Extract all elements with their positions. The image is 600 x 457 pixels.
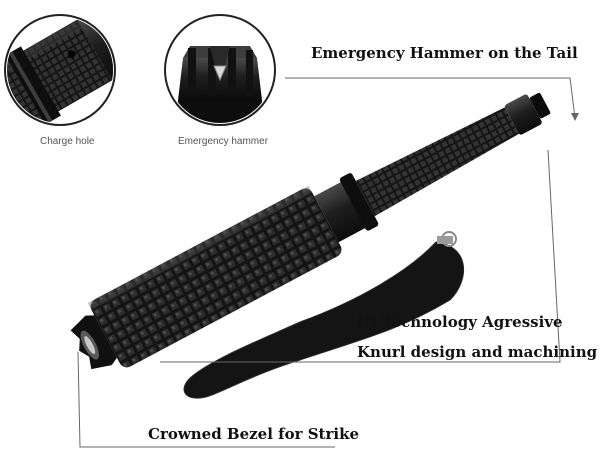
flashlight-body [70,92,551,370]
label-knurl-line-1: Hi Technology Agressive [357,313,563,331]
inset-caption-emergency-hammer: Emergency hammer [178,136,269,147]
charge-hole-closeup [4,14,116,126]
leader-tail-hammer [285,77,576,119]
emergency-hammer-closeup [164,14,276,126]
label-crowned-bezel: Crowned Bezel for Strike [148,425,360,443]
inset-caption-charge-hole: Charge hole [40,136,95,147]
wrist-strap [183,231,465,399]
leader-arrowhead [571,113,579,121]
leader-knurl [160,149,561,363]
label-emergency-hammer-tail: Emergency Hammer on the Tail [311,44,578,62]
label-knurl-line-2: Knurl design and machining [357,343,598,361]
leader-bezel [77,351,335,448]
leader-lines [77,77,576,448]
